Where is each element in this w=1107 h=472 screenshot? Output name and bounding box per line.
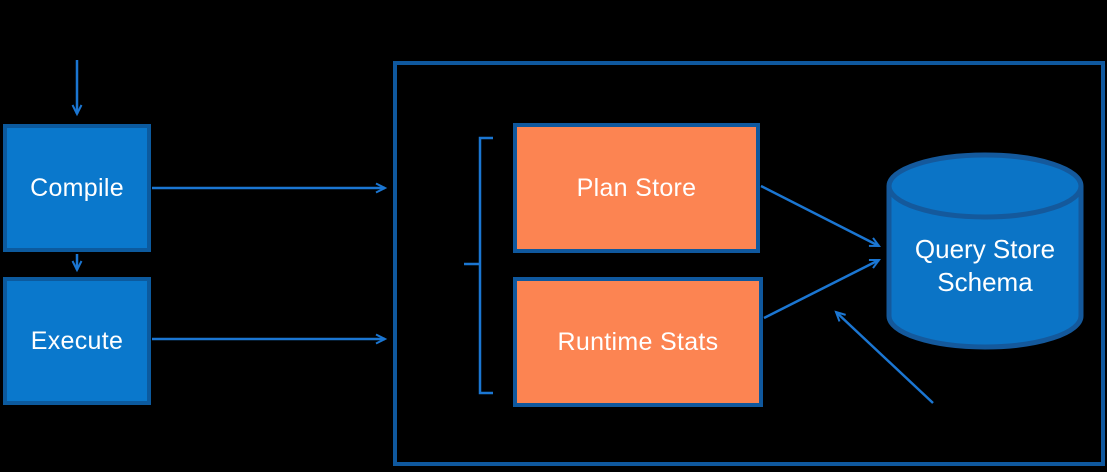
- runtime-stats-label: Runtime Stats: [557, 327, 719, 356]
- plan-store-label: Plan Store: [576, 173, 697, 202]
- query-store-schema-cylinder-body: [886, 186, 1084, 350]
- query-store-container-box: [393, 61, 1105, 466]
- query-store-schema-cylinder-top: [886, 152, 1084, 220]
- arrow-async-to-schema: [834, 310, 934, 404]
- compile-node: Compile: [3, 124, 151, 252]
- execute-label: Execute: [30, 326, 124, 355]
- arrow-runtime-stats-to-schema: [763, 258, 881, 320]
- execute-node: Execute: [3, 277, 151, 405]
- query-store-schema-label: Query Store Schema: [914, 234, 1056, 297]
- arrow-plan-store-to-schema: [760, 184, 881, 248]
- compile-label: Compile: [30, 173, 124, 202]
- plan-store-node: Plan Store: [513, 123, 760, 253]
- runtime-stats-node: Runtime Stats: [513, 277, 763, 407]
- grouping-bracket: [478, 136, 493, 395]
